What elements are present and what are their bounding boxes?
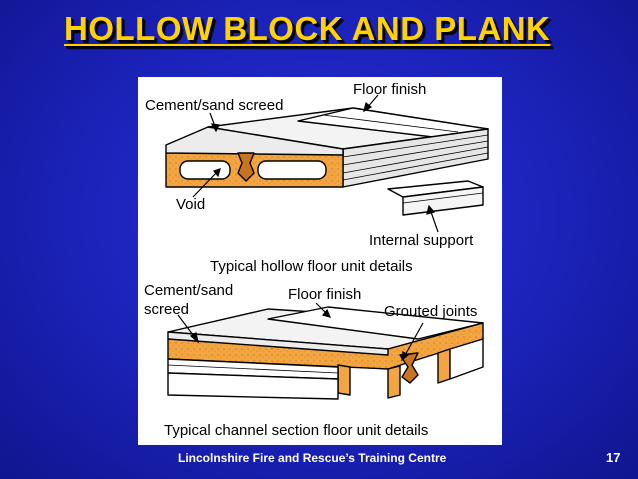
diagram-panel: Floor finish Cement/sand screed Void Int… — [138, 77, 502, 445]
void-right — [257, 160, 327, 180]
caption-channel-floor: Typical channel section floor unit detai… — [164, 422, 429, 439]
bottom-leader-lines — [177, 302, 424, 362]
channel-leg-right — [437, 348, 451, 384]
label-screed-bottom-line1: Cement/sand — [144, 282, 234, 299]
label-screed-bottom-line2: screed — [144, 301, 190, 318]
hollow-floor-unit-drawing — [165, 107, 489, 216]
channel-floor-unit-drawing — [167, 306, 484, 400]
label-floor-finish-bottom: Floor finish — [288, 286, 362, 303]
label-floor-finish-top: Floor finish — [353, 81, 427, 98]
channel-leg-mid — [387, 365, 401, 399]
page-number: 17 — [606, 450, 621, 465]
void-left — [179, 160, 231, 180]
channel-leg-left — [337, 364, 351, 396]
label-grouted-joints: Grouted joints — [384, 303, 478, 320]
floor-units-illustration — [165, 94, 489, 400]
label-void: Void — [176, 196, 206, 213]
top-leader-lines — [192, 94, 439, 233]
label-internal-support: Internal support — [369, 232, 474, 249]
footer-organisation: Lincolnshire Fire and Rescue’s Training … — [178, 451, 447, 465]
slide-title: HOLLOW BLOCK AND PLANK — [64, 10, 551, 47]
label-screed-top: Cement/sand screed — [145, 97, 284, 114]
caption-hollow-floor: Typical hollow floor unit details — [210, 258, 413, 275]
